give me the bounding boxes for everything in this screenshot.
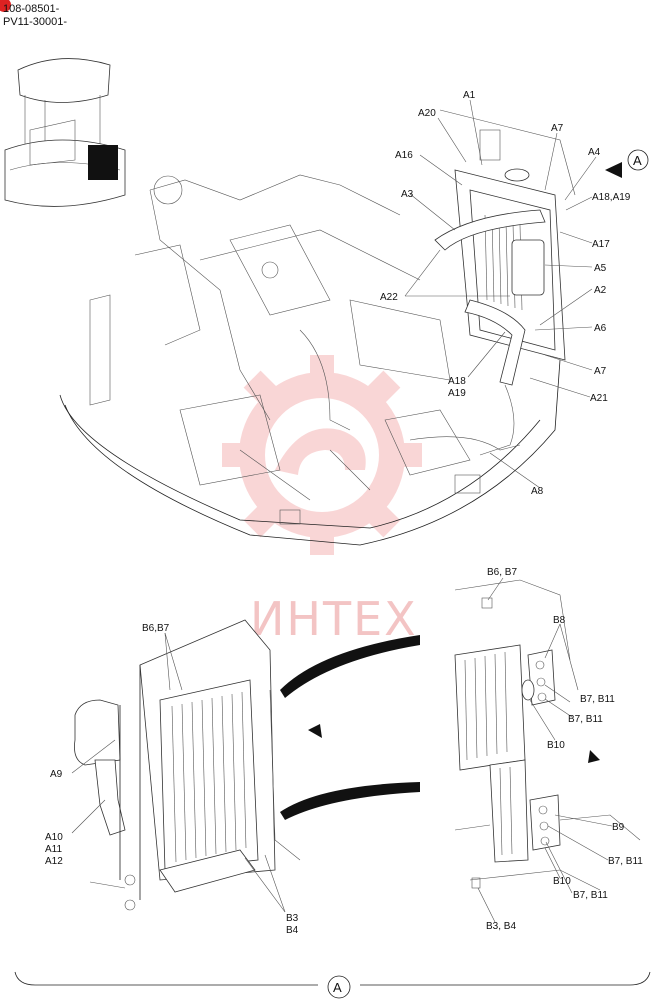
- callout-b4: B4: [286, 925, 299, 936]
- callout-a5: A5: [594, 263, 607, 274]
- callout-b10-bottom: B10: [553, 876, 571, 887]
- callout-a11: A11: [45, 844, 62, 855]
- callout-a3: A3: [401, 189, 414, 200]
- radiator-assembly-top: [434, 109, 576, 456]
- top-leader-lines: [404, 99, 597, 489]
- left-leader-lines: [71, 632, 286, 913]
- upper-hose: [434, 209, 546, 251]
- callout-a7-top: A7: [551, 123, 564, 134]
- bracket-a-label: A: [333, 980, 342, 995]
- watermark-text: ИНТЕХ: [250, 592, 418, 646]
- callout-a22: A22: [380, 292, 398, 303]
- callout-a20: A20: [418, 108, 436, 119]
- detail-connector-lower: [280, 782, 420, 820]
- view-a-label: A: [633, 153, 642, 168]
- direction-arrow-left-icon: [308, 724, 322, 738]
- callout-a6: A6: [594, 323, 607, 334]
- callout-a18-a19-top: A18,A19: [592, 192, 631, 203]
- serial-line-2: PV11-30001-: [3, 16, 67, 28]
- machine-thumbnail: [4, 58, 126, 207]
- view-a-indicator: A: [605, 149, 649, 178]
- callout-b3-b4-right: B3, B4: [486, 921, 516, 932]
- callout-a19: A19: [448, 388, 466, 399]
- callout-a10: A10: [45, 832, 63, 843]
- lower-hose: [464, 299, 526, 386]
- callout-a4: A4: [588, 147, 601, 158]
- red-marker-icon: [0, 0, 11, 12]
- callout-b9: B9: [612, 822, 625, 833]
- callout-a12: A12: [45, 856, 63, 867]
- serial-line-1: 108-08501-: [3, 3, 60, 15]
- callout-a21: A21: [590, 393, 608, 404]
- callout-a17: A17: [592, 239, 610, 250]
- callout-a9: A9: [50, 769, 63, 780]
- callout-b10-top: B10: [547, 740, 565, 751]
- detail-connector-upper: [280, 635, 420, 698]
- callout-b8: B8: [553, 615, 566, 626]
- right-leader-lines: [477, 577, 613, 923]
- reserve-tank-front: [74, 699, 121, 766]
- callout-b7-b11-c: B7, B11: [608, 856, 643, 867]
- callout-b7-b11-d: B7, B11: [573, 890, 608, 901]
- callout-a7-bottom: A7: [594, 366, 607, 377]
- callout-a2: A2: [594, 285, 607, 296]
- detail-view-lower: [454, 759, 641, 891]
- detail-view-upper: [454, 579, 571, 771]
- upper-frame: [59, 174, 561, 546]
- callout-b7-b11-a: B7, B11: [580, 694, 615, 705]
- callout-a16: A16: [395, 150, 413, 161]
- callout-b3: B3: [286, 913, 299, 924]
- callout-a18: A18: [448, 376, 466, 387]
- callout-a1: A1: [463, 90, 476, 101]
- radiator-front-view: [74, 619, 301, 911]
- callout-b6-b7-right: B6, B7: [487, 567, 517, 578]
- callout-a8: A8: [531, 486, 544, 497]
- reserve-tank: [511, 239, 545, 296]
- direction-arrow-right-icon: [588, 750, 600, 763]
- callout-b6-b7-left: B6,B7: [142, 623, 170, 634]
- view-a-bracket: A: [14, 971, 651, 999]
- callout-b7-b11-b: B7, B11: [568, 714, 603, 725]
